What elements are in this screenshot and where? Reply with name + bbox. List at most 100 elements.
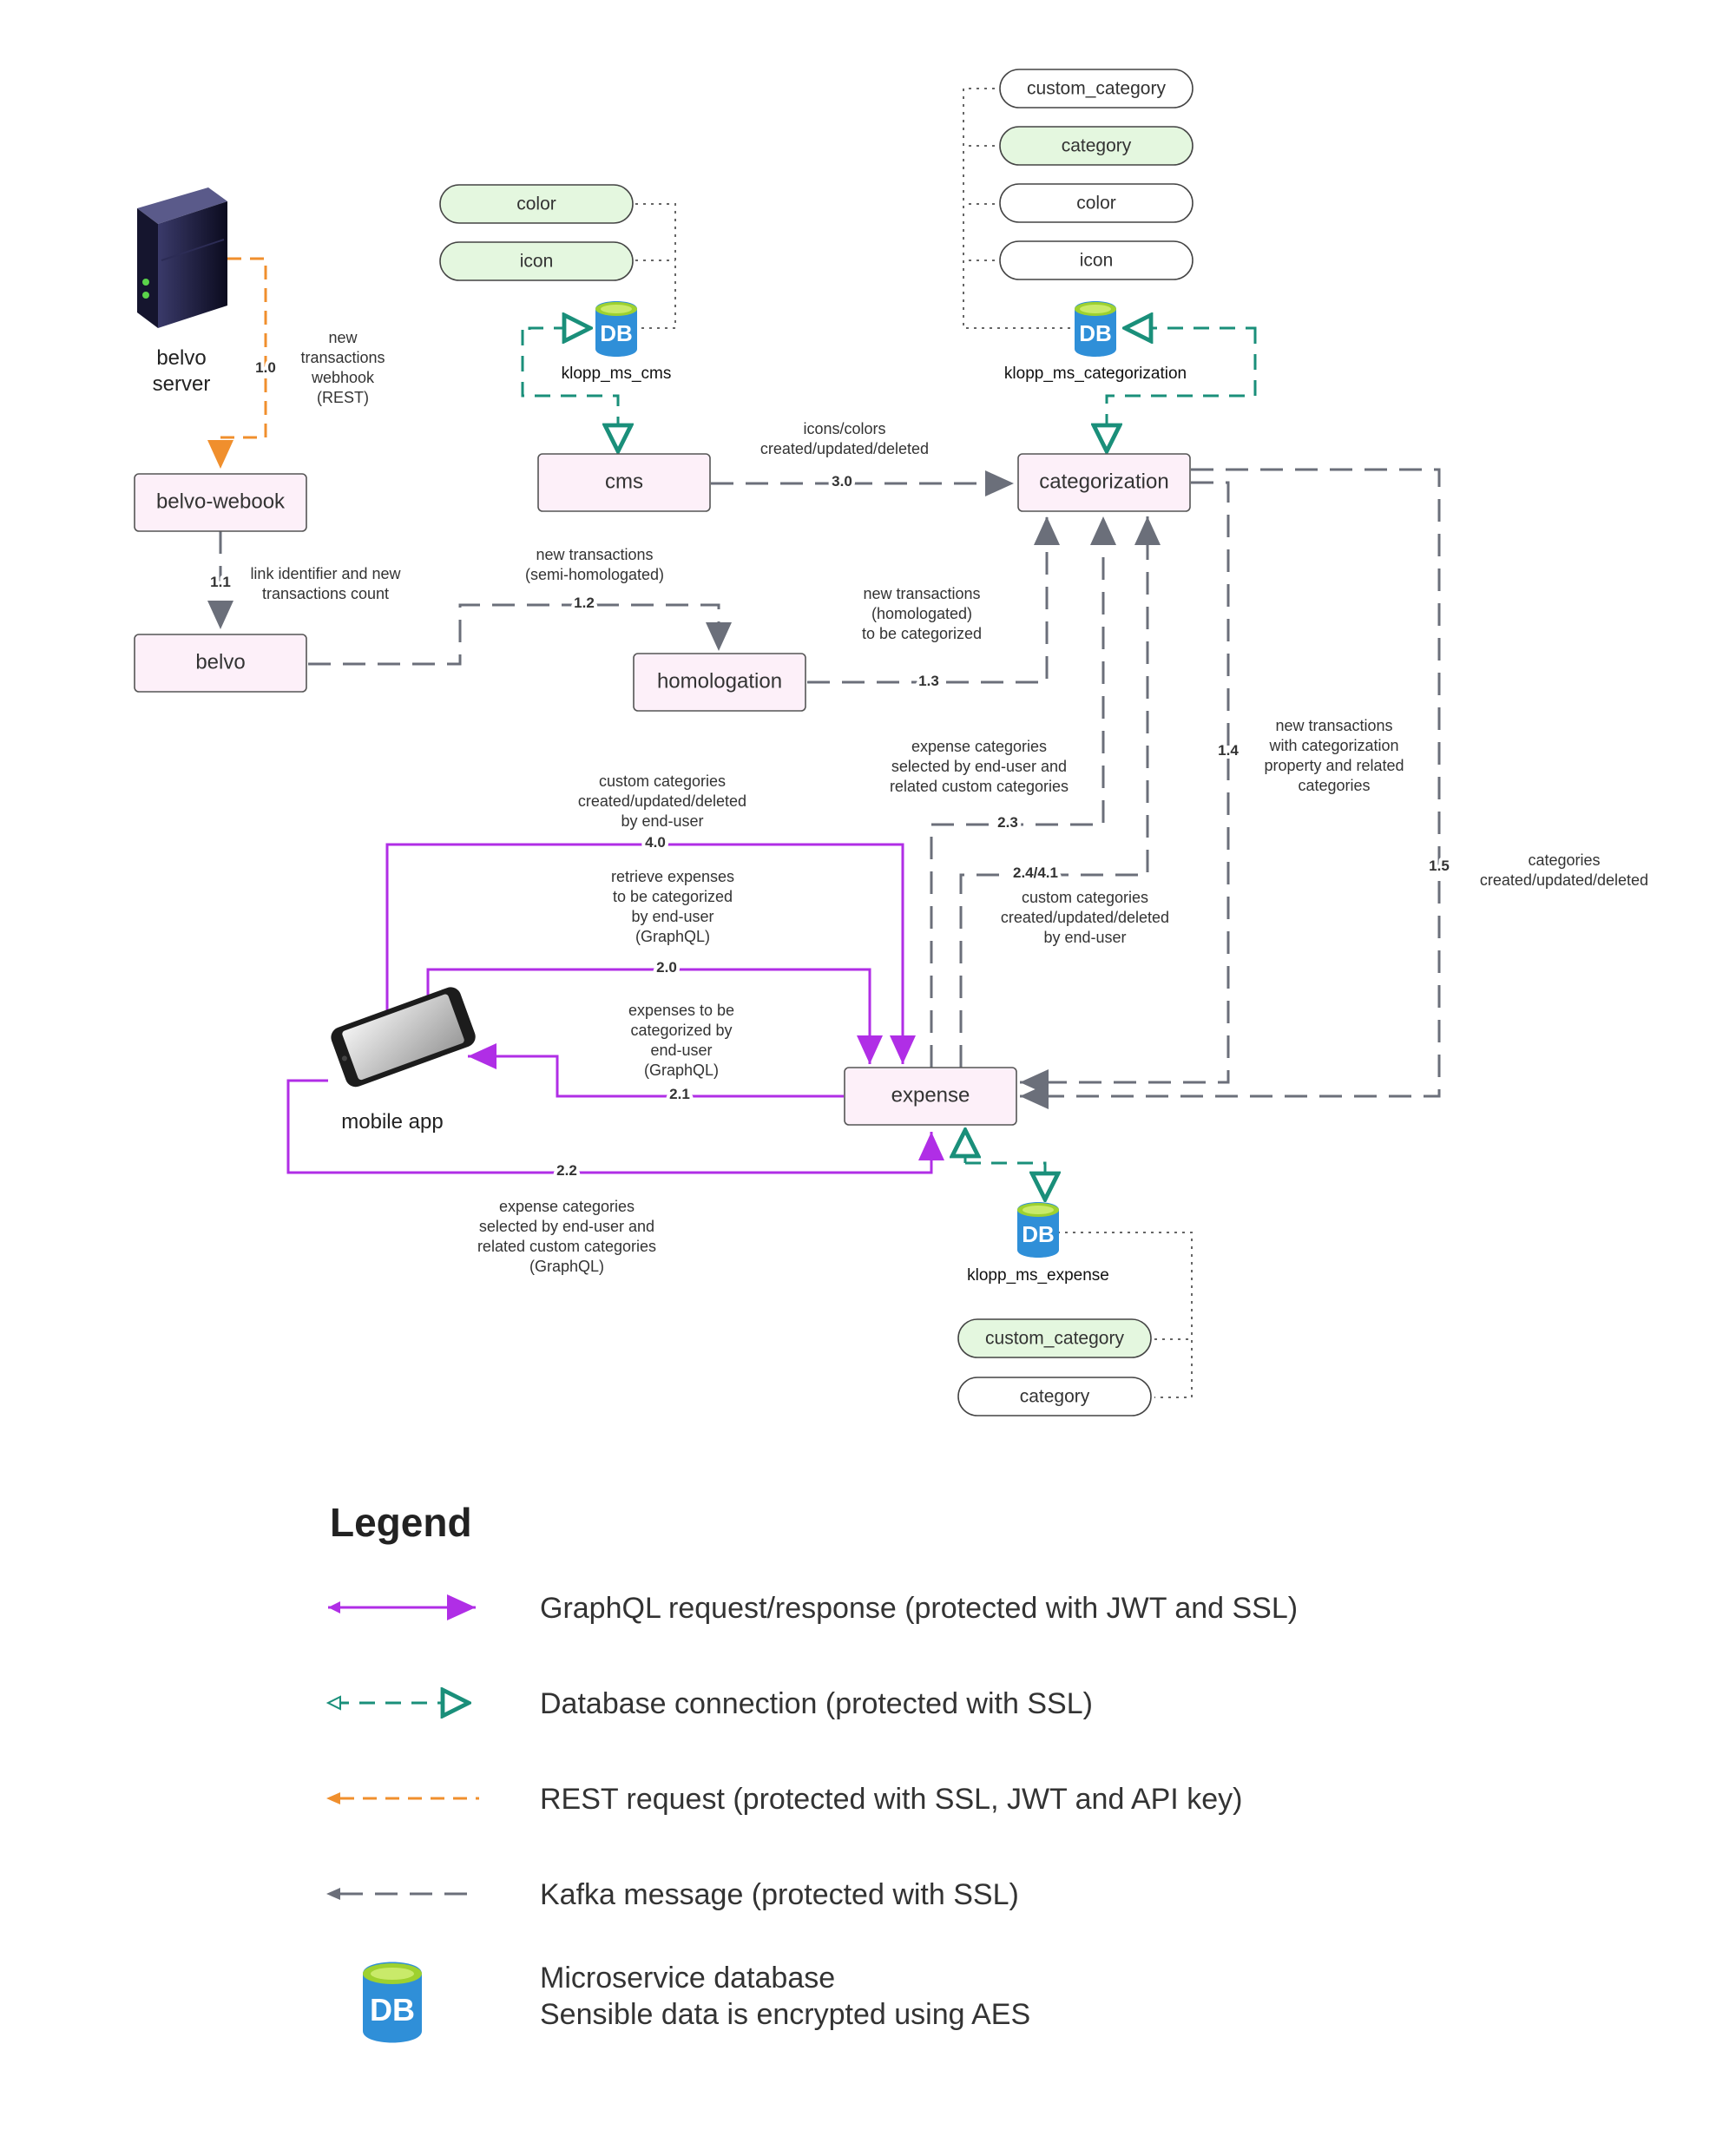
- mobile-app-label: mobile app: [341, 1110, 443, 1134]
- db-connection-categorization: [1107, 328, 1257, 451]
- legend-kafka-arrow-icon: [326, 1888, 479, 1900]
- table-pill-category: category: [999, 126, 1194, 166]
- service-label: categorization: [1039, 470, 1168, 493]
- service-label: cms: [605, 470, 643, 493]
- mobile-phone-icon[interactable]: [328, 984, 478, 1090]
- legend-item-graphql: GraphQL request/response (protected with…: [540, 1592, 1298, 1625]
- table-pill-color: color: [999, 183, 1194, 223]
- table-name: category: [1020, 1387, 1090, 1407]
- table-name: icon: [1080, 251, 1114, 271]
- service-label: belvo: [195, 650, 245, 674]
- svg-text:DB: DB: [1022, 1221, 1055, 1247]
- categorization-tables: custom_category category color icon: [999, 69, 1194, 280]
- edge-number: 1.2: [574, 595, 595, 611]
- legend-graphql-arrow-icon: [328, 1594, 476, 1620]
- table-name: category: [1062, 136, 1132, 156]
- belvo-webook-service[interactable]: belvo-webook: [134, 473, 307, 532]
- cms-table-connectors: [634, 203, 676, 329]
- categorization-database-icon: DB: [1075, 301, 1116, 357]
- edge-number: 2.3: [997, 814, 1018, 831]
- edge-number: 1.5: [1429, 858, 1450, 874]
- edge-1.2: 1.2 new transactions(semi-homologated): [308, 546, 732, 666]
- table-name: custom_category: [985, 1329, 1124, 1349]
- table-name: color: [516, 194, 556, 214]
- edge-number: 1.1: [210, 574, 231, 590]
- table-pill-category: category: [957, 1377, 1152, 1416]
- database-name: klopp_ms_expense: [967, 1266, 1109, 1285]
- legend: Legend GraphQL request/response (protect…: [326, 1500, 1298, 2043]
- cms-service[interactable]: cms: [537, 453, 711, 512]
- edge-label: new transactions(homologated)to be categ…: [862, 585, 982, 642]
- legend-database-icon: DB: [363, 1962, 422, 2043]
- svg-text:DB: DB: [600, 320, 633, 346]
- edge-number: 2.1: [669, 1086, 690, 1102]
- legend-rest-arrow-icon: [326, 1792, 479, 1804]
- legend-db-arrow-icon: [326, 1697, 469, 1709]
- server-icon: [137, 187, 227, 328]
- db-connection-cms: [521, 328, 618, 451]
- edge-label: new transactions(semi-homologated): [525, 546, 664, 583]
- edge-number: 4.0: [645, 834, 666, 851]
- edge-number: 2.2: [556, 1162, 577, 1179]
- edge-number: 1.4: [1218, 742, 1239, 759]
- table-pill-custom-category: custom_category: [999, 69, 1194, 108]
- edge-number: 3.0: [832, 473, 852, 490]
- service-label: homologation: [657, 669, 782, 693]
- homologation-service[interactable]: homologation: [633, 653, 806, 712]
- edge-1.3: 1.3 new transactions(homologated)to be c…: [807, 516, 1060, 693]
- table-name: color: [1076, 194, 1116, 214]
- expense-tables: custom_category category: [957, 1318, 1152, 1416]
- database-name: klopp_ms_categorization: [1004, 365, 1187, 383]
- legend-title: Legend: [330, 1500, 472, 1545]
- service-label: belvo-webook: [156, 490, 286, 513]
- legend-item-rest: REST request (protected with SSL, JWT an…: [540, 1783, 1242, 1816]
- svg-text:DB: DB: [370, 1992, 415, 2028]
- table-pill-color: color: [439, 184, 634, 224]
- svg-text:DB: DB: [1079, 320, 1112, 346]
- cms-database-icon: DB: [595, 301, 637, 357]
- expense-database-icon: DB: [1017, 1202, 1059, 1258]
- edge-number: 1.0: [255, 359, 276, 376]
- table-name: custom_category: [1027, 79, 1166, 99]
- categorization-table-connectors: [963, 88, 1072, 329]
- table-pill-icon: icon: [999, 240, 1194, 280]
- cms-tables: color icon: [439, 184, 634, 281]
- table-pill-icon: icon: [439, 241, 634, 281]
- legend-item-database: Database connection (protected with SSL): [540, 1687, 1093, 1720]
- service-label: expense: [891, 1083, 970, 1107]
- expense-service[interactable]: expense: [844, 1067, 1017, 1126]
- database-name: klopp_ms_cms: [562, 365, 672, 383]
- edge-number: 2.4/4.1: [1013, 864, 1058, 881]
- table-name: icon: [520, 252, 554, 272]
- expense-table-connectors: [1057, 1232, 1193, 1398]
- categorization-service[interactable]: categorization: [1017, 453, 1191, 512]
- belvo-service[interactable]: belvo: [134, 634, 307, 693]
- legend-item-kafka: Kafka message (protected with SSL): [540, 1878, 1019, 1911]
- edge-number: 1.3: [918, 673, 939, 689]
